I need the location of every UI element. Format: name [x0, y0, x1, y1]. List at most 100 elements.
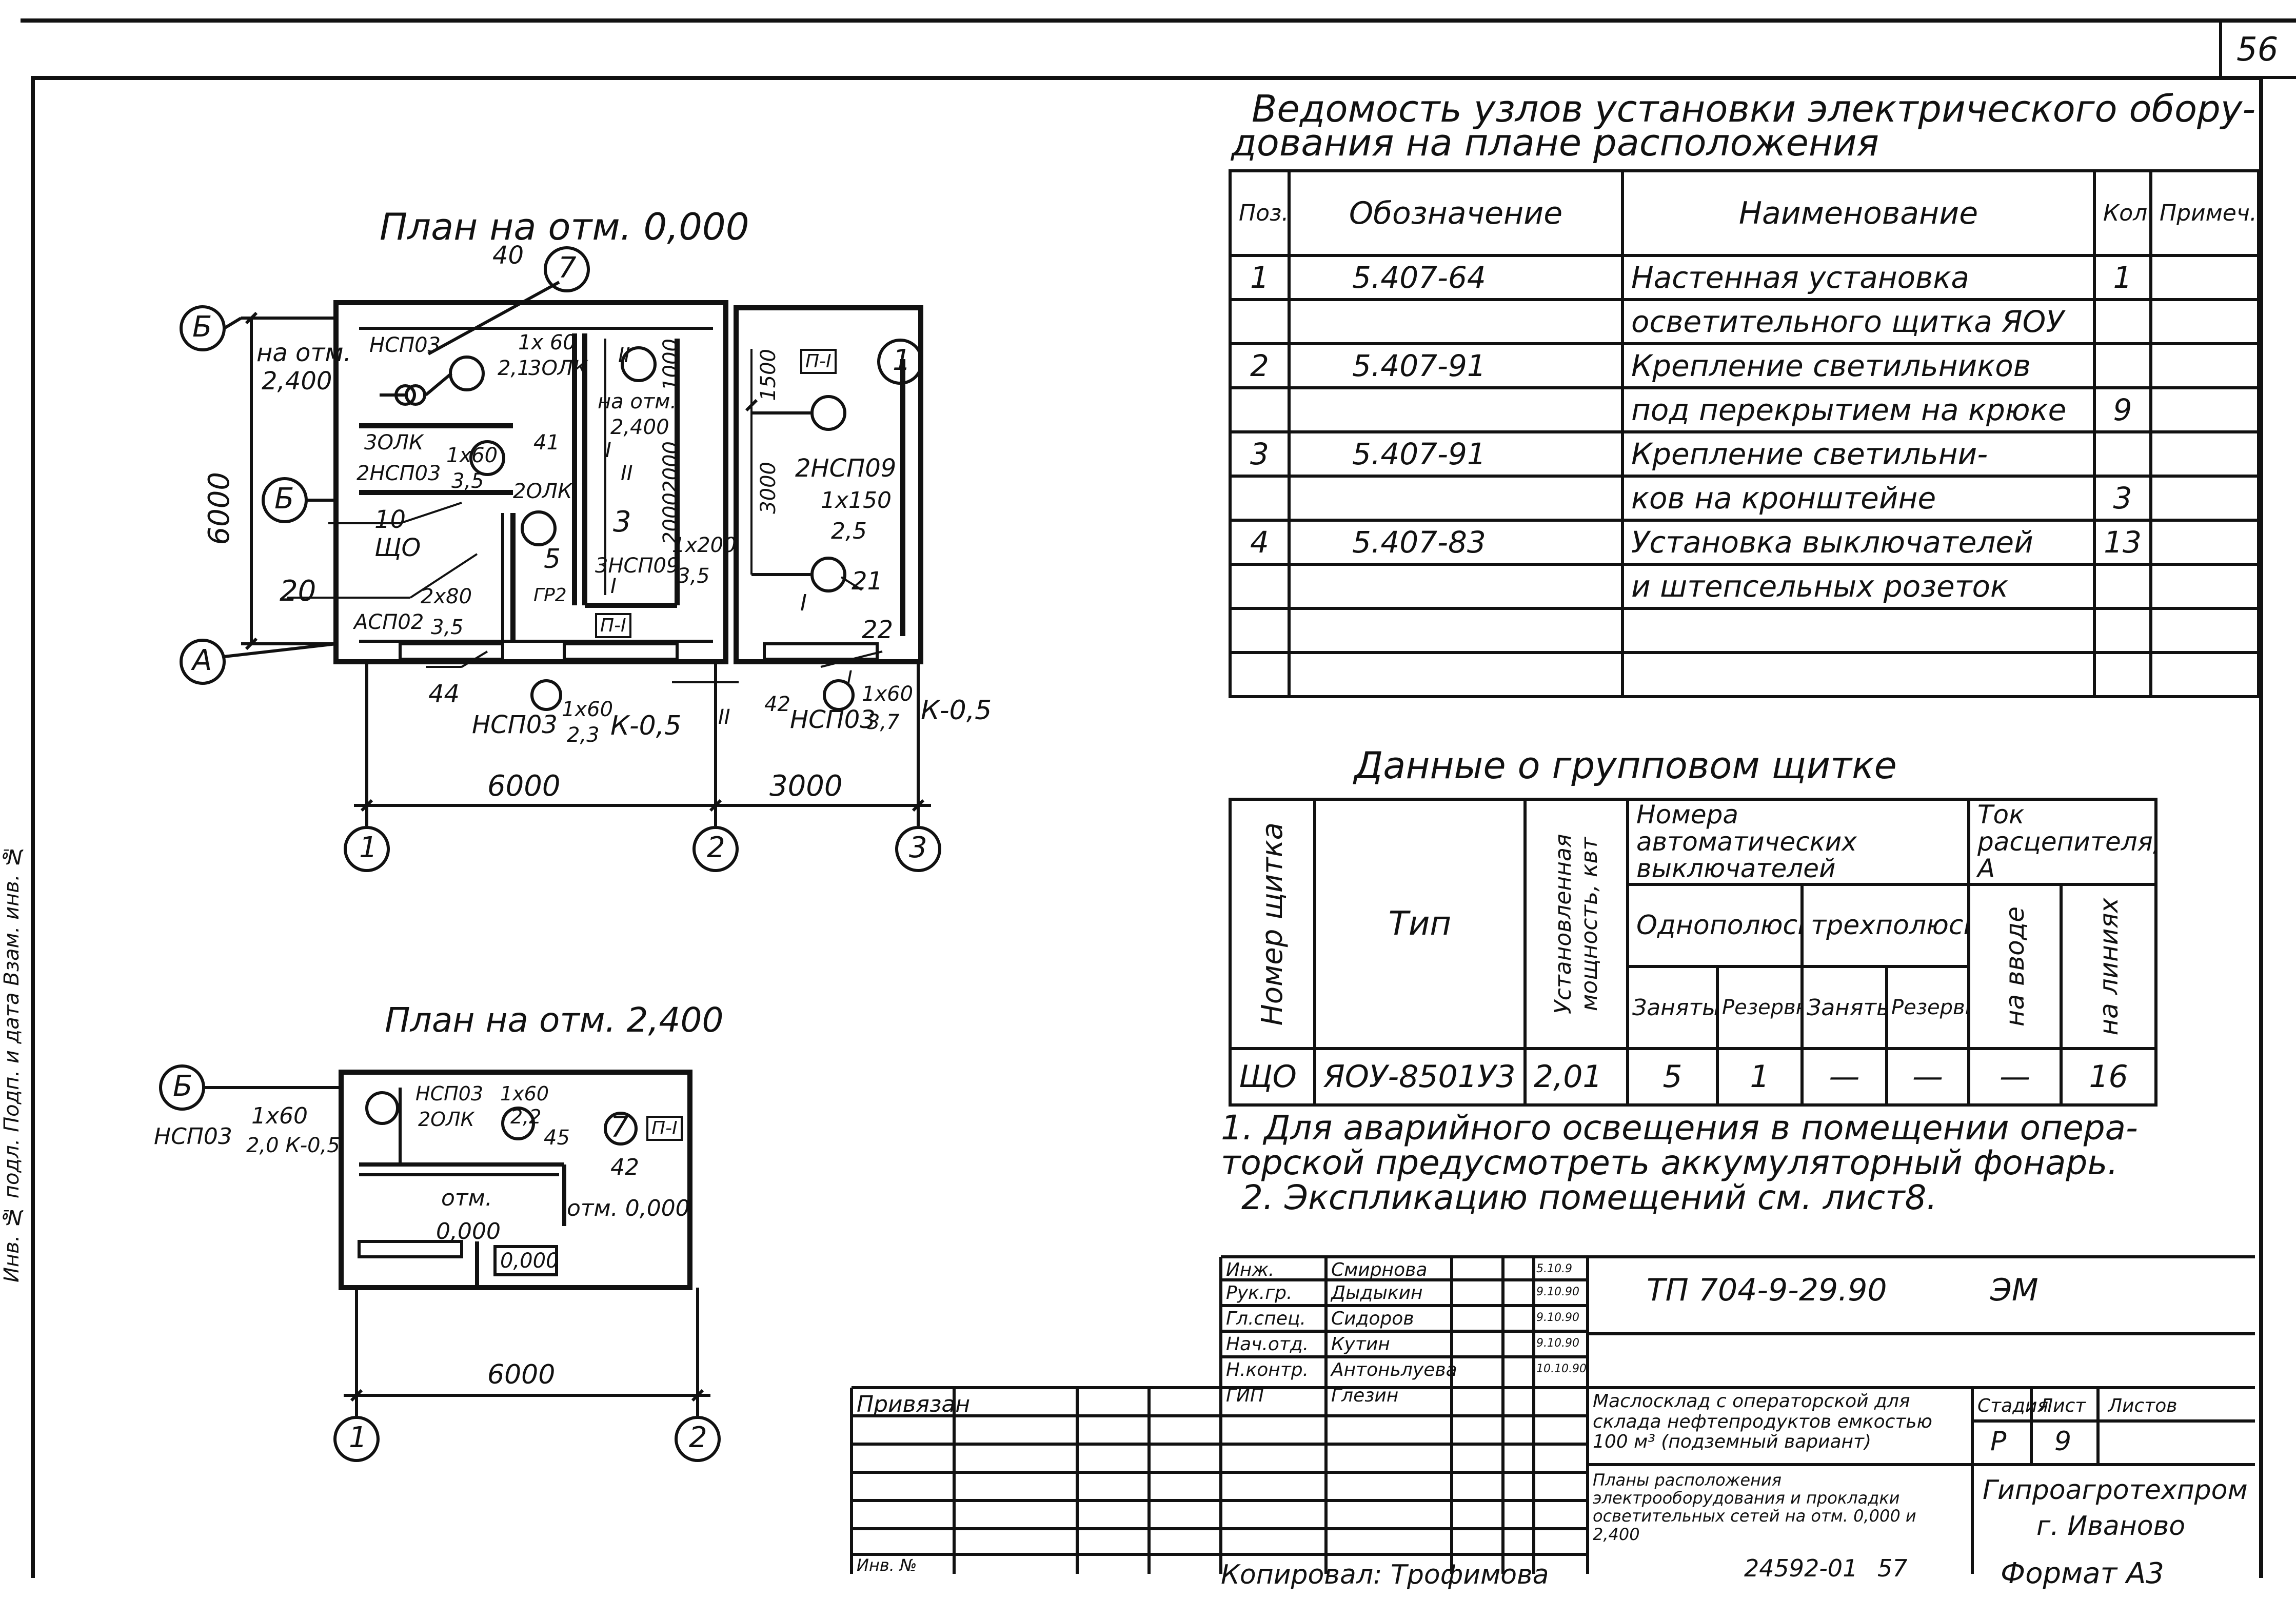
node-sheet-header-cell: Наименование: [1621, 169, 2096, 257]
p1-2olk: 2ОЛК: [513, 480, 572, 503]
stamp-doc-mark: ЭМ: [1990, 1272, 2038, 1308]
stamp-role: Нач.отд.: [1226, 1334, 1309, 1355]
ph-current: Ток расцепителя, А: [1967, 798, 2158, 886]
p2-dim-6000: 6000: [487, 1359, 556, 1390]
pv-busy1: 5: [1626, 1047, 1719, 1107]
stamp-h-stage: Стадия: [1977, 1395, 2049, 1416]
p1-nepo3b: НСП03: [472, 710, 558, 739]
node-sheet-cell: [2149, 519, 2260, 566]
node-sheet-cell: [1621, 651, 2096, 698]
p1-3olk: 3ОЛК: [528, 357, 588, 380]
stamp-role: ГИП: [1226, 1385, 1264, 1406]
node-sheet-cell: [1229, 607, 1291, 654]
p1-room-2400: 2,400: [610, 416, 669, 439]
p2-22: 2,2: [510, 1106, 542, 1128]
node-sheet-cell: [2149, 254, 2260, 301]
stamp-stage: Р: [1990, 1426, 2007, 1457]
stamp-name: Дыдыкин: [1331, 1282, 1423, 1304]
footer-num: 57: [1877, 1554, 1908, 1582]
ph-three: трехполюсные: [1800, 883, 1971, 968]
node-sheet-cell: [1288, 298, 1624, 345]
stamp-name: Кутин: [1331, 1334, 1390, 1355]
node-sheet-header-cell: Поз.: [1229, 169, 1291, 257]
ph-reserve1: Резервные: [1716, 965, 1804, 1050]
node-sheet-cell: [2149, 651, 2260, 698]
axis-2: 2: [707, 831, 725, 864]
plan1-dimensions: [241, 311, 931, 826]
node-sheet-cell: [2093, 563, 2152, 610]
p1-41: 41: [533, 431, 560, 455]
node-sheet-cell: [1229, 298, 1291, 345]
node-sheet-cell: 1: [1229, 254, 1291, 301]
node-sheet-cell: 3: [1229, 430, 1291, 478]
p1-2x80: 2x80: [421, 585, 472, 608]
p1-na-otm-val: 2,400: [262, 367, 332, 396]
node-sheet-cell: Крепление светильников: [1621, 342, 2096, 389]
pv-power: 2,01: [1523, 1047, 1629, 1107]
p1-42: 42: [764, 693, 790, 716]
node-sheet-cell: Установка выключателей: [1621, 519, 2096, 566]
p1-44: 44: [428, 680, 460, 708]
stamp-date: 9.10.90: [1536, 1311, 1579, 1324]
node-sheet-row: [1229, 651, 2260, 698]
axis-3: 3: [909, 831, 927, 864]
plan1-title: План на отм. 0,000: [380, 205, 749, 248]
p1-1x150: 1x150: [821, 487, 892, 514]
note-2: торской предусмотреть аккумуляторный фон…: [1221, 1143, 2119, 1182]
p1-10: 10: [374, 505, 406, 534]
node-sheet-cell: [2149, 607, 2260, 654]
node-sheet-cell: осветительного щитка ЯОУ: [1621, 298, 2096, 345]
node-sheet-cell: [1229, 386, 1291, 433]
p2-nepo3: НСП03: [154, 1123, 232, 1150]
stamp-name: Глезин: [1331, 1385, 1399, 1406]
stamp-name: Смирнова: [1331, 1259, 1428, 1280]
stamp-date: 9.10.90: [1536, 1337, 1579, 1350]
plan1-leaders: [287, 502, 883, 683]
stamp-role: Гл.спец.: [1226, 1308, 1306, 1329]
node-sheet-cell: [1229, 563, 1291, 610]
p1-1x60b: 1x60: [446, 444, 498, 467]
node-sheet-cell: Настенная установка: [1621, 254, 2096, 301]
p1-tr2: ГР2: [533, 585, 567, 606]
p1-20: 20: [280, 575, 316, 608]
p2-pi1: П-I: [646, 1116, 683, 1141]
p1-1x200: 1x200: [672, 534, 737, 557]
p1-37: 3,7: [867, 710, 900, 734]
stamp-name: Антоньлуева: [1331, 1359, 1457, 1380]
p1-k05: К-0,5: [610, 710, 682, 741]
p1-3000v: 3000: [757, 462, 780, 514]
stamp-privyazan: Привязан: [857, 1391, 971, 1417]
p2-otm1: отм.: [441, 1185, 492, 1211]
stamp-h-sheets: Листов: [2108, 1395, 2178, 1416]
plan2-walls: [339, 1070, 692, 1290]
p1-II3: II: [718, 705, 730, 729]
node-sheet-cell: [2149, 475, 2260, 522]
p2-otm2: отм. 0,000: [567, 1195, 690, 1221]
node-sheet-cell: [1288, 563, 1624, 610]
p1-35c: 3,5: [677, 564, 710, 588]
p2-axis-2: 2: [689, 1421, 707, 1454]
ph-reserve3: Резервные: [1885, 965, 1971, 1050]
page-number-box: [2219, 23, 2296, 79]
p1-3olk2: 3ОЛК: [364, 431, 424, 455]
node-sheet-cell: [2093, 430, 2152, 478]
ph-number: Номер щитка: [1229, 798, 1316, 1050]
ph-busy1: Занятые: [1626, 965, 1719, 1050]
plan1-lamps: [380, 281, 855, 711]
p1-21: 2,1: [498, 357, 530, 380]
p1-2000: 2000: [659, 441, 683, 493]
drawing-frame: [31, 76, 2263, 1578]
panel-data-table: Номер щитка Тип Установленная мощность, …: [1229, 798, 2158, 1107]
node-sheet-cell: [2149, 386, 2260, 433]
ph-single: Однополюсные: [1626, 883, 1804, 968]
p1-35: 3,5: [451, 469, 484, 493]
p1-k05b: К-0,5: [921, 695, 992, 726]
node-sheet-row: осветительного щитка ЯОУ: [1229, 298, 2260, 345]
stamp-doc-code: ТП 704-9-29.90: [1647, 1272, 1887, 1308]
p1-n40: 40: [492, 241, 524, 270]
stamp-date: 5.10.9: [1536, 1262, 1572, 1275]
